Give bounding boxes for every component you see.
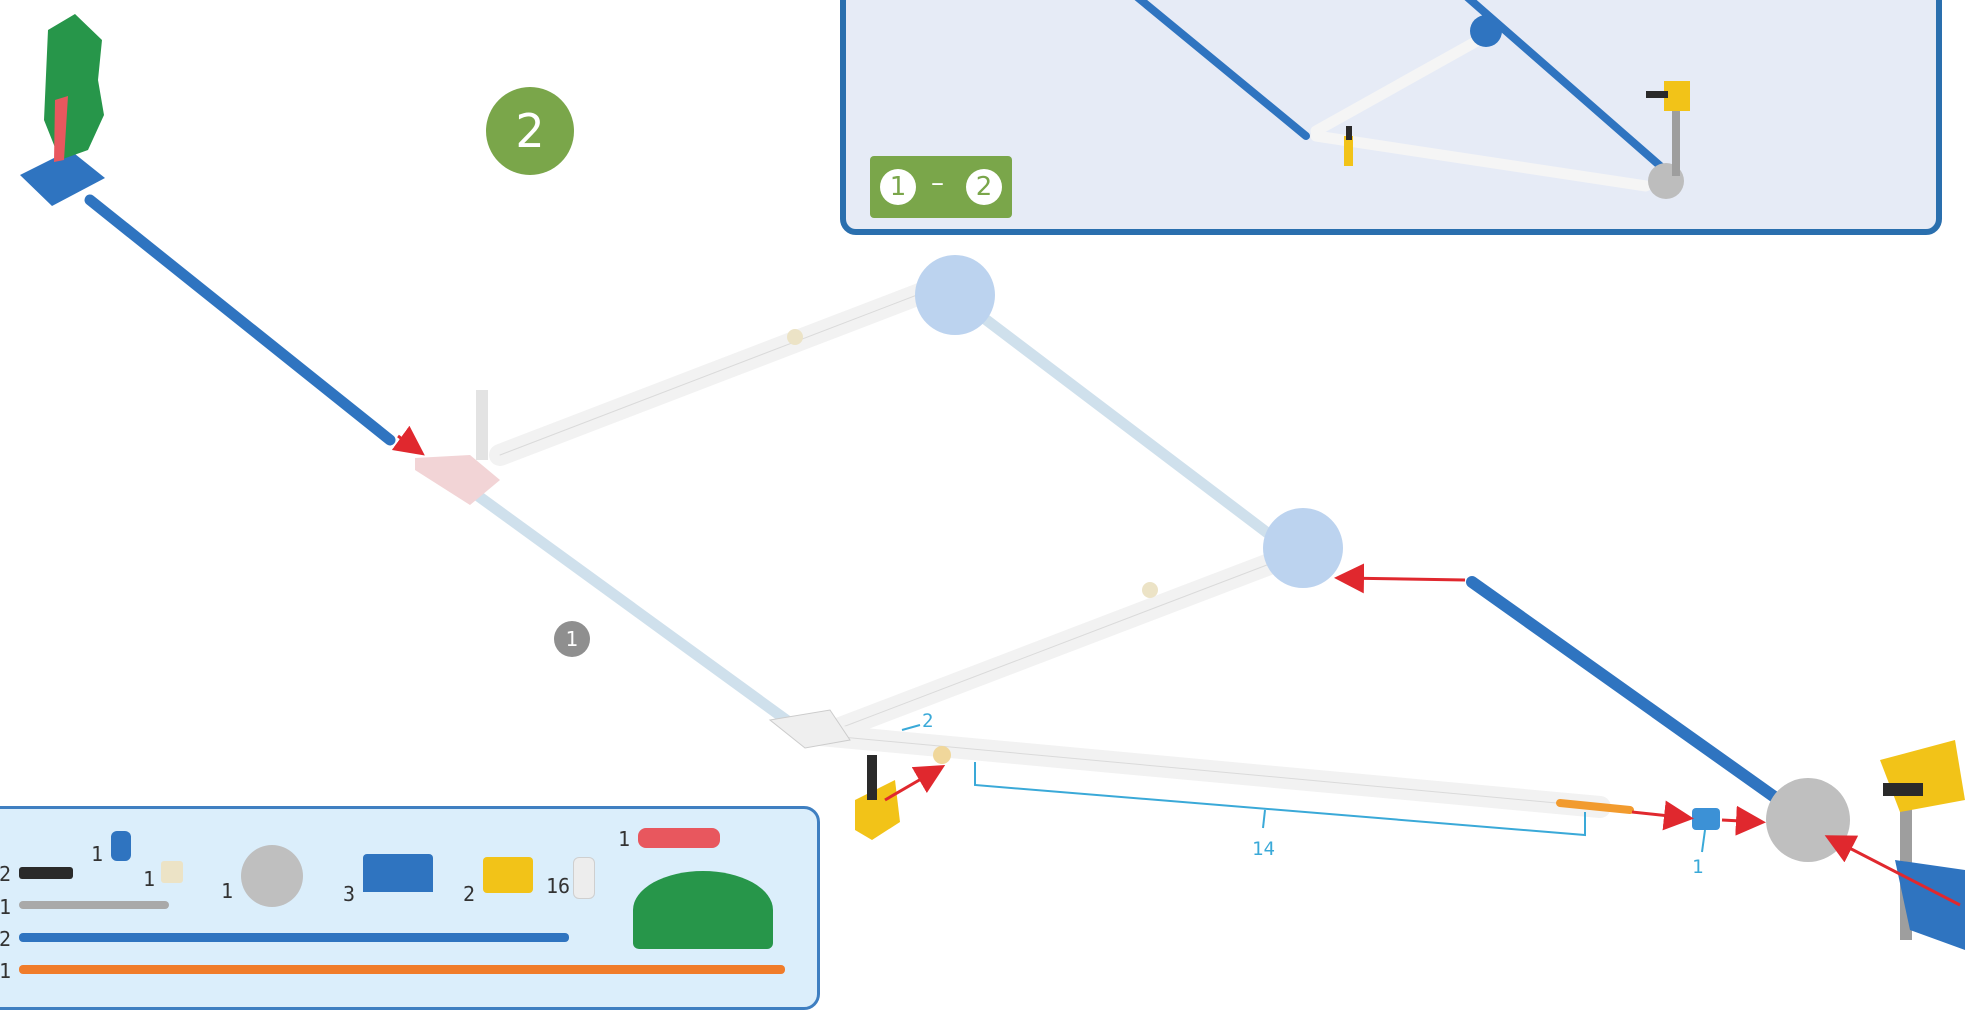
part-qty: 16	[546, 874, 571, 898]
blue-spacer-icon	[111, 831, 131, 861]
blue-rod-right	[1466, 576, 1796, 814]
insert-arrow-spacer	[1631, 800, 1694, 831]
grey-rod-icon	[19, 901, 169, 909]
tan-clip-icon	[161, 861, 183, 883]
attach-arrow-yellow	[884, 764, 946, 802]
dimension-label-1: 1	[1692, 856, 1704, 878]
green-connector-icon	[633, 871, 773, 949]
dimension-tick-2	[901, 724, 921, 731]
inset-yellow-connector-right	[1664, 81, 1690, 111]
step-number-badge: 2	[486, 87, 574, 175]
dimension-tick-1	[1701, 829, 1706, 853]
inset-white-rod-lower	[1310, 130, 1652, 192]
part-qty: 1	[143, 867, 156, 891]
blue-connector-right	[1895, 860, 1965, 950]
part-qty: 2	[463, 882, 476, 906]
inset-blue-hub	[1470, 15, 1502, 47]
part-qty: 3	[343, 882, 356, 906]
yellow-connector-right	[1880, 740, 1965, 812]
blue-hub-top	[915, 255, 995, 335]
part-qty: 1	[91, 842, 104, 866]
orange-rod-end	[1556, 799, 1634, 814]
attach-arrow-post	[1824, 835, 1961, 907]
tan-clip-long	[933, 746, 951, 764]
blue-hub-middle	[1263, 508, 1343, 588]
blue-spacer	[1692, 808, 1720, 830]
pink-corner-connector	[415, 455, 500, 505]
dimension-label-14: 14	[1252, 838, 1275, 860]
yellow-connector-icon	[483, 857, 533, 893]
inset-black-connector-right	[1646, 91, 1668, 98]
inset-grey-post	[1672, 106, 1680, 176]
white-spacer-icon	[573, 857, 595, 899]
previous-steps-inset: 1 – 2	[840, 0, 1942, 235]
green-connector	[44, 14, 104, 160]
black-connector	[867, 755, 877, 800]
black-connector-right	[1883, 783, 1923, 796]
part-qty: 1	[0, 959, 12, 983]
red-rod	[54, 96, 68, 162]
blue-rod-icon	[19, 933, 569, 942]
blue-connector-icon	[363, 854, 433, 892]
grey-hub	[1766, 778, 1850, 862]
inset-preview-drawing	[1134, 0, 1690, 199]
vertical-post	[476, 390, 488, 460]
part-qty: 1	[0, 895, 12, 919]
grey-corner-connector	[768, 709, 851, 749]
insert-arrow-grey-hub	[1721, 805, 1766, 836]
range-end: 2	[966, 169, 1002, 205]
frame-rod-right	[954, 294, 1296, 556]
orange-rod-icon	[19, 965, 785, 974]
inset-blue-rod-left	[1134, 0, 1310, 140]
black-connector-icon	[19, 867, 73, 879]
inset-white-rod-upper	[1310, 30, 1492, 137]
insert-arrow	[391, 425, 425, 456]
tan-clip-top	[787, 329, 803, 345]
tan-clip-middle	[1142, 582, 1158, 598]
yellow-connector	[855, 780, 900, 840]
range-separator: –	[931, 168, 944, 198]
red-rod-icon	[638, 828, 720, 848]
dimension-label-2: 2	[922, 710, 934, 732]
top-left-subassembly	[20, 14, 396, 446]
dimension-bracket-14	[974, 762, 1586, 837]
step-range-badge: 1 – 2	[870, 156, 1012, 218]
part-qty: 2	[0, 927, 12, 951]
grey-hub-icon	[241, 845, 303, 907]
blue-connector	[20, 150, 105, 206]
part-qty: 1	[221, 879, 234, 903]
blue-rod	[84, 194, 396, 446]
sub-step-badge: 1	[554, 621, 590, 657]
part-qty: 1	[618, 827, 631, 851]
part-qty: 2	[0, 862, 12, 886]
insert-arrow-hub	[1334, 563, 1466, 594]
frame-structure	[464, 279, 1634, 818]
frame-rod-left	[464, 484, 806, 736]
range-start: 1	[880, 169, 916, 205]
inset-yellow-connector	[1344, 136, 1353, 166]
inset-black-connector	[1346, 126, 1352, 140]
parts-list-panel: 2 1 1 1 3 2 16 1 1 1 2 1	[0, 806, 820, 1010]
